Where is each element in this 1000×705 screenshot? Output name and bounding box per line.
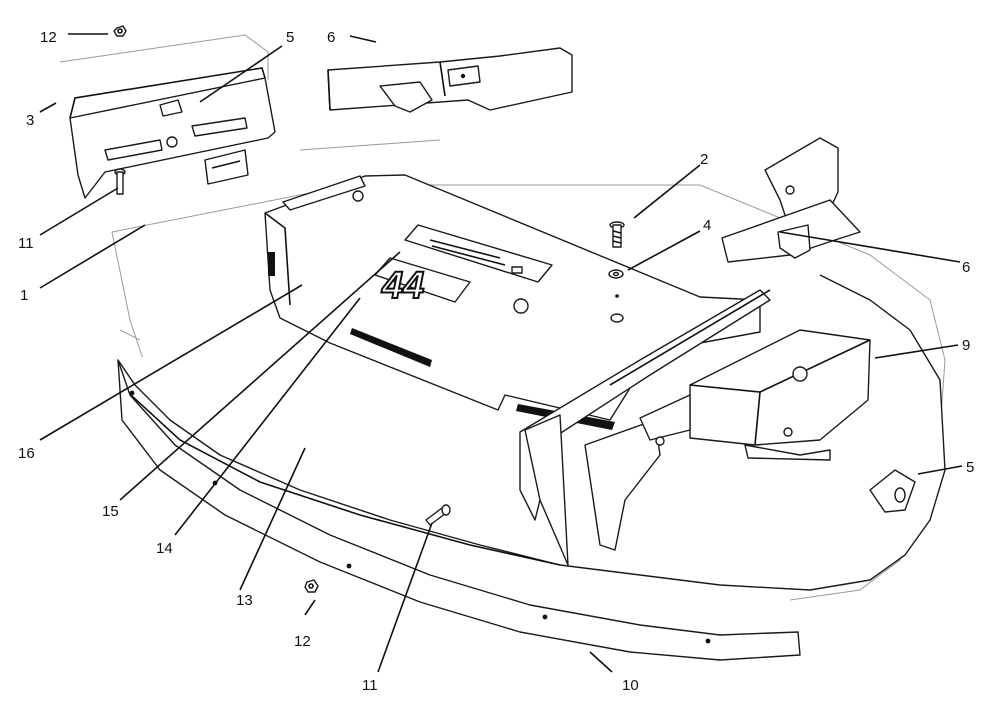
leader-lines — [39, 33, 963, 673]
callout-12-bottom: 12 — [294, 633, 311, 650]
callout-15: 15 — [102, 503, 119, 520]
callout-6-right: 6 — [962, 259, 970, 276]
callout-5-top: 5 — [286, 29, 294, 46]
part-15-instruction-plate — [404, 224, 553, 283]
decal-model-number: 44 — [381, 265, 424, 307]
callout-9: 9 — [962, 337, 970, 354]
hardware-bolt-11-left — [114, 168, 126, 195]
callout-2: 2 — [700, 151, 708, 168]
callout-3: 3 — [26, 112, 34, 129]
hardware-nut-12-top — [113, 25, 127, 37]
callout-11-left: 11 — [18, 235, 34, 252]
callout-4: 4 — [703, 217, 711, 234]
part-14-model-decal: 44 — [374, 257, 471, 308]
callout-5-right: 5 — [966, 459, 974, 476]
hardware-washer-4 — [608, 269, 624, 323]
part-5-right-hanger — [869, 469, 916, 513]
part-9-side-guard — [639, 329, 871, 461]
callout-13: 13 — [236, 592, 253, 609]
callout-12-top: 12 — [40, 29, 57, 46]
hardware-nut-12-bottom — [304, 579, 319, 593]
part-6-right-bracket — [721, 137, 861, 263]
part-10-front-rail — [117, 359, 801, 661]
callout-6-top: 6 — [327, 29, 335, 46]
hardware-bolt-11-bottom — [425, 504, 451, 526]
hardware-bolt-2 — [609, 221, 625, 248]
part-6-top-bracket — [327, 47, 573, 113]
callout-10: 10 — [622, 677, 639, 694]
callout-14: 14 — [156, 540, 173, 557]
callout-16: 16 — [18, 445, 35, 462]
discharge-chute-assembly — [519, 289, 771, 566]
callout-1: 1 — [20, 287, 28, 304]
part-3-rear-shield — [59, 34, 276, 199]
callout-11-bottom: 11 — [362, 677, 378, 694]
callout-labels: 12 5 6 3 2 4 6 11 1 9 5 16 15 14 13 12 1… — [18, 29, 974, 694]
